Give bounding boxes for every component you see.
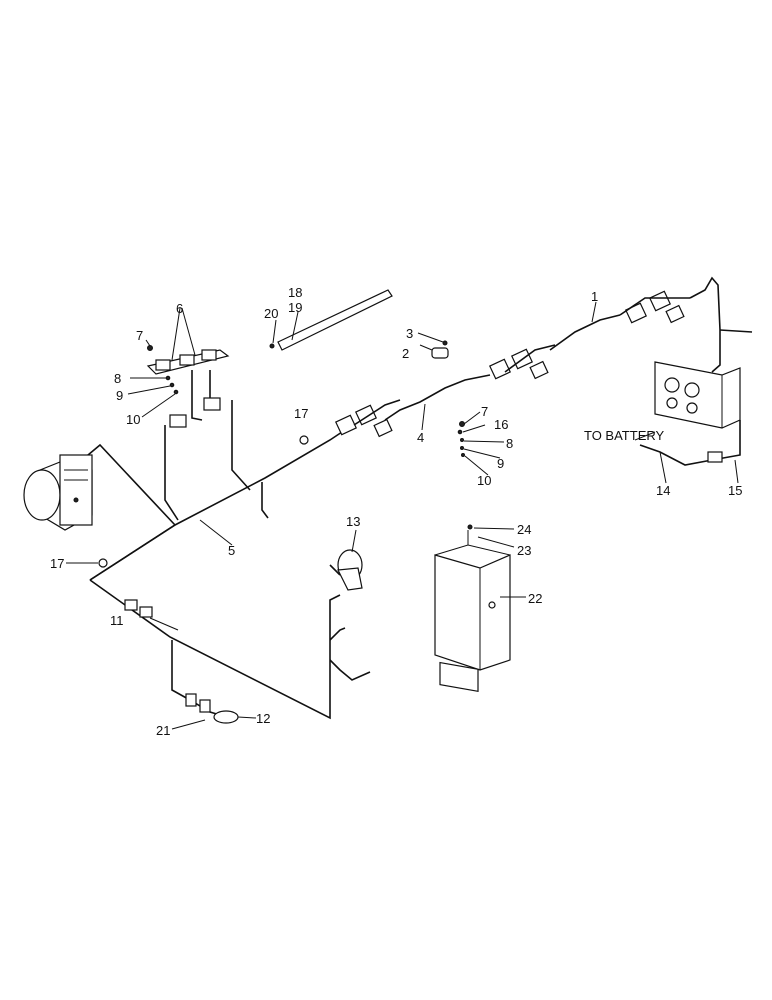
harness-13-up <box>329 627 346 641</box>
callout-19: 19 <box>288 300 302 315</box>
bracket-wire-a <box>164 425 179 521</box>
callout-5: 5 <box>228 543 235 558</box>
clamp-2-3 <box>431 340 449 359</box>
callout-7-right: 7 <box>481 404 488 419</box>
callout-10-right: 10 <box>477 473 491 488</box>
bracket-wire-c <box>191 370 203 421</box>
callout-14: 14 <box>656 483 670 498</box>
callout-16: 16 <box>494 417 508 432</box>
connector-4-left <box>334 399 401 438</box>
bracket-22 <box>434 524 511 692</box>
connector-1 <box>619 290 690 324</box>
callout-22: 22 <box>528 591 542 606</box>
harness-top-right <box>689 276 721 373</box>
bracket-wire-b <box>231 400 251 491</box>
harness-5 <box>89 429 346 581</box>
leader-lines <box>66 301 739 730</box>
callout-8-left: 8 <box>114 371 121 386</box>
grommet-17-lower <box>98 558 108 568</box>
callout-21: 21 <box>156 723 170 738</box>
callout-18: 18 <box>288 285 302 300</box>
harness-13-branch <box>329 659 371 681</box>
harness-11 <box>89 579 341 720</box>
gauge-panel <box>654 361 741 429</box>
battery-note: TO BATTERY <box>584 428 665 443</box>
motor-assembly <box>23 454 93 531</box>
callout-3: 3 <box>406 326 413 341</box>
harness-1 <box>549 314 621 351</box>
horn-13 <box>329 549 363 591</box>
callout-23: 23 <box>517 543 531 558</box>
callout-24: 24 <box>517 522 531 537</box>
rod-18-19 <box>269 289 393 351</box>
callout-9-left: 9 <box>116 388 123 403</box>
callout-6: 6 <box>176 301 183 316</box>
callout-17-lower: 17 <box>50 556 64 571</box>
callout-17-upper: 17 <box>294 406 308 421</box>
harness-11-left <box>89 524 176 581</box>
callout-9-right: 9 <box>497 456 504 471</box>
bracket-6 <box>146 349 230 428</box>
callout-13: 13 <box>346 514 360 529</box>
callout-4: 4 <box>417 430 424 445</box>
callout-20: 20 <box>264 306 278 321</box>
hardware-left <box>147 345 179 395</box>
connector-4-right <box>488 344 556 380</box>
harness-4 <box>384 374 491 421</box>
battery-harness: TO BATTERY <box>584 420 741 466</box>
grommet-17-upper <box>299 435 309 445</box>
callout-8-right: 8 <box>506 436 513 451</box>
callouts: 1 2 3 4 5 6 7 7 8 8 9 9 10 10 11 12 13 1… <box>50 285 742 738</box>
harness-right-stub <box>719 329 753 333</box>
callout-15: 15 <box>728 483 742 498</box>
callout-10-left: 10 <box>126 412 140 427</box>
callout-7-left: 7 <box>136 328 143 343</box>
callout-1: 1 <box>591 289 598 304</box>
lamp-21-12 <box>185 693 239 724</box>
callout-2: 2 <box>402 346 409 361</box>
callout-11: 11 <box>110 613 124 628</box>
connector-11 <box>124 599 153 618</box>
hardware-middle <box>457 421 465 457</box>
harness-5-drop <box>261 482 269 519</box>
callout-12: 12 <box>256 711 270 726</box>
